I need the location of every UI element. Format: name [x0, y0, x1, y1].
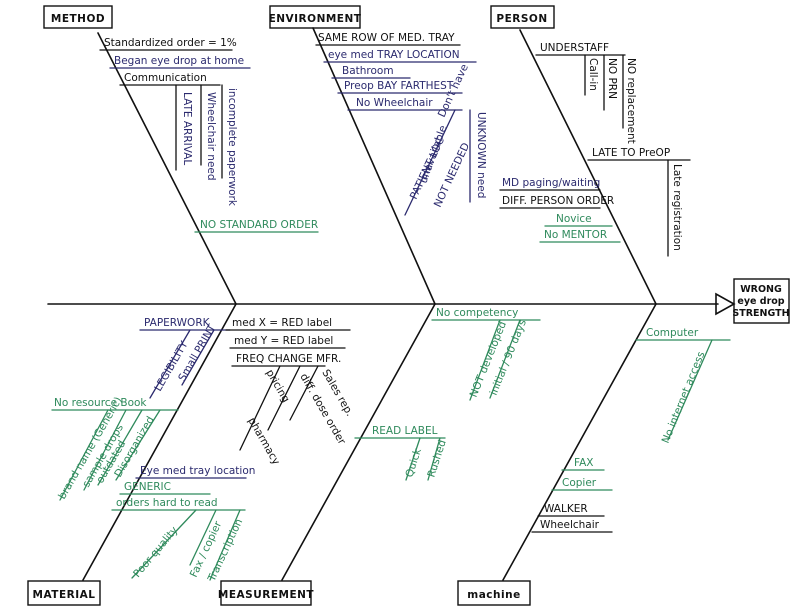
branch-line — [115, 409, 161, 481]
label-pricing: pricing — [263, 368, 291, 405]
label-med-x: med X = RED label — [232, 317, 332, 329]
label-md-paging: MD paging/waiting — [502, 177, 600, 189]
category-label-person: PERSON — [496, 13, 547, 25]
label-quick: Quick — [403, 446, 424, 479]
category-label-measurement: MEASUREMENT — [218, 589, 315, 601]
label-unknown-need: UNKNOWN need — [475, 112, 487, 198]
label-late-arrival: LATE ARRIVAL — [181, 92, 193, 165]
bone-environment — [312, 27, 436, 305]
branch-line — [667, 339, 713, 441]
label-eye-med-tray: eye med TRAY LOCATION — [328, 49, 460, 61]
label-no-prn: NO PRN — [606, 58, 618, 99]
branch-line — [181, 329, 215, 386]
label-late-to-preop: LATE TO PreOP — [592, 147, 670, 159]
label-began-eye-drop: Began eye drop at home — [114, 55, 244, 67]
bone-method — [97, 32, 237, 305]
category-box-person: PERSON — [490, 5, 555, 29]
label-communication: Communication — [124, 72, 207, 84]
bone-machine — [502, 303, 657, 581]
category-box-environment: ENVIRONMENT — [269, 5, 362, 29]
label-no-replacement: NO replacement — [625, 58, 637, 144]
branch-line — [289, 365, 319, 421]
branch-line — [405, 437, 421, 481]
label-fax: FAX — [574, 457, 593, 469]
bone-person — [519, 29, 657, 305]
label-wheelchair: Wheelchair — [540, 519, 600, 531]
branch-line — [59, 409, 109, 501]
label-no-competency: No competency — [436, 307, 518, 319]
label-poor-quality: Poor quality — [131, 524, 180, 580]
category-label-machine: machine — [467, 589, 520, 601]
branch-line — [83, 409, 127, 491]
label-bathroom: Bathroom — [342, 65, 394, 77]
branch-line — [131, 509, 197, 579]
branch-line — [189, 509, 217, 566]
label-walker: WALKER — [544, 503, 588, 515]
spine-arrowhead — [715, 292, 736, 316]
label-no-resource-book: No resource Book — [54, 397, 147, 409]
category-label-method: METHOD — [51, 13, 105, 25]
label-incomplete-paperwork: incomplete paperwork — [226, 88, 238, 207]
branch-line — [404, 109, 456, 216]
label-generic: GENERIC — [124, 481, 171, 493]
bone-material — [82, 303, 237, 581]
label-novice: Novice — [556, 213, 592, 225]
category-label-material: MATERIAL — [33, 589, 96, 601]
category-box-method: METHOD — [43, 5, 113, 29]
branch-line — [489, 319, 521, 399]
label-standardized-order: Standardized order = 1% — [104, 37, 237, 49]
label-freq-change: FREQ CHANGE MFR. — [236, 353, 341, 365]
label-same-row: SAME ROW OF MED. TRAY — [318, 32, 455, 44]
branch-line — [427, 437, 441, 481]
label-orders-hard-to-read: orders hard to read — [116, 497, 218, 509]
category-box-machine: machine — [457, 580, 531, 606]
label-read-label: READ LABEL — [372, 425, 438, 437]
label-eye-med-tray-location: Eye med tray location — [140, 465, 255, 477]
label-wheelchair-need: Wheelchair need — [205, 92, 217, 181]
branch-line — [469, 319, 501, 401]
effect-line-1: WRONG — [740, 284, 782, 295]
label-diff-person: DIFF. PERSON ORDER — [502, 195, 614, 207]
label-paperwork: PAPERWORK — [144, 317, 211, 329]
label-no-mentor: No MENTOR — [544, 229, 607, 241]
label-no-internet-access: No internet access — [660, 350, 708, 445]
branch-line — [209, 509, 241, 581]
category-box-material: MATERIAL — [27, 580, 101, 606]
effect-head-box: WRONG eye drop STRENGTH — [732, 278, 790, 324]
category-label-environment: ENVIRONMENT — [269, 13, 362, 25]
branch-line — [239, 365, 281, 451]
label-no-wheelchair: No Wheelchair — [356, 97, 433, 109]
label-computer: Computer — [646, 327, 699, 339]
label-no-standard-order: NO STANDARD ORDER — [200, 219, 318, 231]
label-late-registration: Late registration — [671, 164, 683, 251]
effect-line-3: STRENGTH — [732, 308, 789, 319]
branch-line — [97, 409, 143, 486]
label-rushed: Rushed — [425, 438, 448, 479]
label-preop-bay: Preop BAY FARTHEST — [344, 80, 454, 92]
branch-line — [149, 329, 191, 399]
label-understaff: UNDERSTAFF — [540, 42, 609, 54]
branch-line — [267, 365, 301, 431]
label-copier: Copier — [562, 477, 597, 489]
label-call-in: Call-in — [587, 58, 599, 91]
bone-measurement — [281, 303, 436, 581]
effect-line-2: eye drop — [737, 296, 784, 307]
category-box-measurement: MEASUREMENT — [218, 580, 315, 606]
label-med-y: med Y = RED label — [234, 335, 333, 347]
label-pharmacy: pharmacy — [245, 416, 282, 468]
